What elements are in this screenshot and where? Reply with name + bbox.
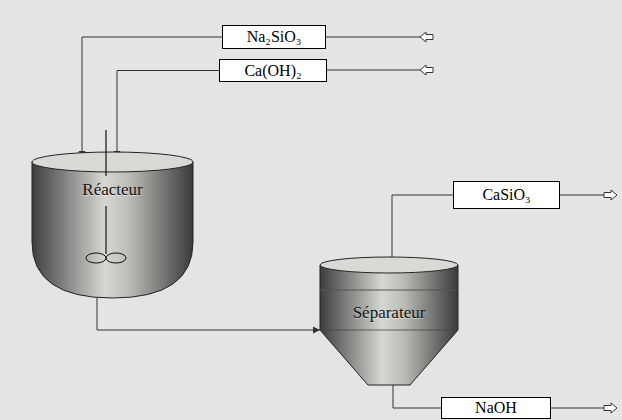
- stream-label: NaOH: [475, 399, 517, 417]
- reactor-vessel: Réacteur: [30, 150, 195, 300]
- stream-label: Na₂SiO₃: [247, 28, 302, 46]
- flow-connector: [97, 298, 320, 330]
- vessel-label: Séparateur: [318, 303, 460, 323]
- vessel-label: Réacteur: [30, 180, 195, 200]
- reactor-vessel-shape: [30, 150, 195, 300]
- flow-connector: [392, 195, 453, 257]
- separator-vessel: Séparateur: [318, 255, 460, 388]
- input-box: Na₂SiO₃: [222, 25, 326, 49]
- flow-connector: [117, 71, 219, 159]
- flow-connector: [393, 385, 441, 408]
- stream-label: CaSiO₃: [482, 186, 530, 204]
- flow-connector: [82, 37, 222, 158]
- output-box: CaSiO₃: [453, 181, 560, 209]
- input-box: Ca(OH)₂: [219, 59, 327, 82]
- stream-label: Ca(OH)₂: [244, 62, 301, 80]
- output-box: NaOH: [441, 397, 551, 419]
